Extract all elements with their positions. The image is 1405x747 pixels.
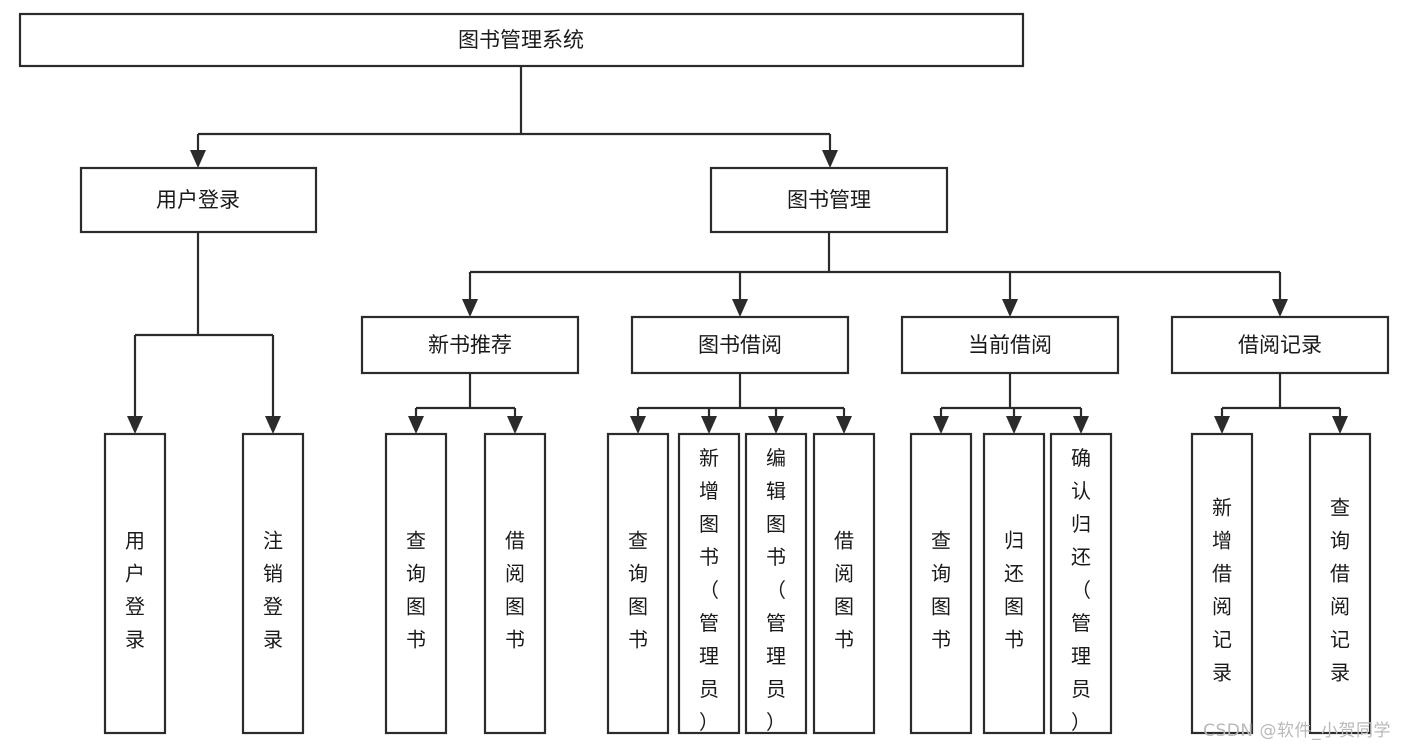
node-leaf-query-book-2[interactable]: 查询图书 — [606, 432, 670, 735]
arrow-head-icon — [768, 416, 784, 434]
arrow-head-icon — [1214, 416, 1230, 434]
node-leaf-edit-book-box[interactable] — [744, 432, 808, 735]
connector-layer — [127, 66, 1348, 434]
node-leaf-user-logout[interactable]: 注销登录 — [241, 432, 305, 735]
node-leaf-user-login[interactable]: 用户登录 — [103, 432, 167, 735]
node-leaf-query-book-1-label: 查询图书 — [406, 528, 426, 651]
node-borrow-record-box[interactable] — [1170, 315, 1390, 375]
node-user-login-box[interactable] — [79, 166, 318, 234]
node-new-book-recommend-box[interactable] — [360, 315, 580, 375]
arrow-head-icon — [732, 299, 748, 317]
node-leaf-query-book-3-label: 查询图书 — [931, 528, 951, 651]
node-root[interactable]: 图书管理系统 — [18, 12, 1025, 68]
node-leaf-query-book-2-box[interactable] — [606, 432, 670, 735]
node-user-login[interactable]: 用户登录 — [79, 166, 318, 234]
node-borrow-record[interactable]: 借阅记录 — [1170, 315, 1390, 375]
arrow-head-icon — [507, 416, 523, 434]
arrow-head-icon — [1002, 299, 1018, 317]
arrow-head-icon — [408, 416, 424, 434]
node-leaf-query-book-3[interactable]: 查询图书 — [909, 432, 973, 735]
node-leaf-query-book-3-box[interactable] — [909, 432, 973, 735]
node-new-book-recommend-label: 新书推荐 — [428, 333, 512, 357]
arrow-head-icon — [933, 416, 949, 434]
node-leaf-confirm-return-label: 确认归还（管理员） — [1071, 445, 1091, 733]
node-current-borrow[interactable]: 当前借阅 — [900, 315, 1120, 375]
arrow-head-icon — [1073, 416, 1089, 434]
node-leaf-return-book[interactable]: 归还图书 — [982, 432, 1046, 735]
arrow-head-icon — [190, 150, 206, 168]
node-current-borrow-box[interactable] — [900, 315, 1120, 375]
node-leaf-query-book-2-label: 查询图书 — [628, 528, 648, 651]
arrow-head-icon — [1006, 416, 1022, 434]
node-user-login-label: 用户登录 — [156, 188, 240, 212]
arrow-head-icon — [265, 416, 281, 434]
node-book-manage[interactable]: 图书管理 — [709, 166, 949, 234]
node-leaf-query-record[interactable]: 查询借阅记录 — [1308, 432, 1372, 735]
node-leaf-query-book-1-box[interactable] — [384, 432, 448, 735]
arrow-head-icon — [127, 416, 143, 434]
node-leaf-confirm-return[interactable]: 确认归还（管理员） — [1049, 432, 1113, 735]
arrow-head-icon — [1272, 299, 1288, 317]
node-leaf-borrow-book-2-label: 借阅图书 — [834, 528, 854, 651]
node-leaf-borrow-book-1-label: 借阅图书 — [505, 528, 525, 651]
node-leaf-borrow-book-1-box[interactable] — [483, 432, 547, 735]
node-leaf-edit-book[interactable]: 编辑图书（管理员） — [744, 432, 808, 735]
arrow-head-icon — [1332, 416, 1348, 434]
node-book-manage-label: 图书管理 — [787, 188, 871, 212]
node-leaf-query-book-1[interactable]: 查询图书 — [384, 432, 448, 735]
node-leaf-user-logout-label: 注销登录 — [263, 528, 283, 651]
node-leaf-borrow-book-1[interactable]: 借阅图书 — [483, 432, 547, 735]
node-book-borrow-label: 图书借阅 — [698, 333, 782, 357]
node-book-borrow-box[interactable] — [630, 315, 850, 375]
arrow-head-icon — [630, 416, 646, 434]
node-borrow-record-label: 借阅记录 — [1238, 333, 1322, 357]
node-current-borrow-label: 当前借阅 — [968, 333, 1052, 357]
node-leaf-add-record[interactable]: 新增借阅记录 — [1190, 432, 1254, 735]
node-leaf-return-book-label: 归还图书 — [1004, 528, 1024, 651]
arrow-head-icon — [836, 416, 852, 434]
node-new-book-recommend[interactable]: 新书推荐 — [360, 315, 580, 375]
node-leaf-user-login-box[interactable] — [103, 432, 167, 735]
node-leaf-query-record-box[interactable] — [1308, 432, 1372, 735]
node-leaf-user-logout-box[interactable] — [241, 432, 305, 735]
node-leaf-borrow-book-2[interactable]: 借阅图书 — [812, 432, 876, 735]
node-leaf-add-record-label: 新增借阅记录 — [1212, 495, 1232, 684]
node-root-label: 图书管理系统 — [458, 28, 584, 52]
node-leaf-add-book-label: 新增图书（管理员） — [699, 445, 719, 733]
node-leaf-user-login-label: 用户登录 — [125, 528, 145, 651]
node-book-manage-box[interactable] — [709, 166, 949, 234]
node-leaf-query-record-label: 查询借阅记录 — [1330, 495, 1350, 684]
arrow-head-icon — [822, 150, 838, 168]
arrow-head-icon — [462, 299, 478, 317]
node-book-borrow[interactable]: 图书借阅 — [630, 315, 850, 375]
node-leaf-add-record-box[interactable] — [1190, 432, 1254, 735]
node-leaf-edit-book-label: 编辑图书（管理员） — [766, 445, 786, 733]
arrow-head-icon — [701, 416, 717, 434]
node-leaf-borrow-book-2-box[interactable] — [812, 432, 876, 735]
node-leaf-return-book-box[interactable] — [982, 432, 1046, 735]
node-leaf-confirm-return-box[interactable] — [1049, 432, 1113, 735]
csdn-watermark: CSDN @软件_小贺同学 — [1203, 721, 1391, 741]
node-root-box[interactable] — [18, 12, 1025, 68]
node-leaf-add-book[interactable]: 新增图书（管理员） — [677, 432, 741, 735]
node-leaf-add-book-box[interactable] — [677, 432, 741, 735]
